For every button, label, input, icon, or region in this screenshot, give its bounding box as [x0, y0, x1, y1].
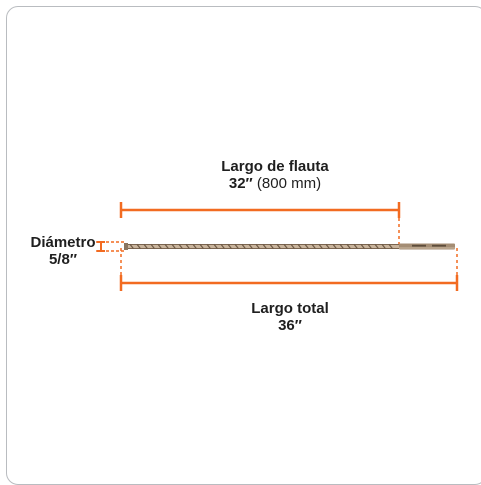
total-length-label: Largo total 36″ — [165, 300, 415, 334]
flute-twist-mark — [276, 243, 281, 250]
flute-twist-mark — [290, 243, 295, 250]
flute-twist-mark — [164, 243, 169, 250]
flute-length-value-line: 32″ (800 mm) — [150, 175, 400, 192]
flute-dimension — [119, 202, 401, 245]
shank-slot — [412, 244, 426, 247]
flute-twist-mark — [339, 243, 344, 250]
flute-twist-mark — [297, 243, 302, 250]
shank-slot — [432, 244, 446, 247]
diameter-value: 5/8″ — [48, 251, 78, 268]
flute-twist-mark — [304, 243, 309, 250]
flute-twist-mark — [220, 243, 225, 250]
flute-length-metric: (800 mm) — [256, 175, 322, 192]
diameter-dimension — [96, 241, 126, 252]
flute-twist-mark — [248, 243, 253, 250]
flute-twist-mark — [311, 243, 316, 250]
flute-twist-mark — [227, 243, 232, 250]
shank-highlight — [399, 247, 455, 249]
flute-twist-mark — [269, 243, 274, 250]
flute-twist-mark — [171, 243, 176, 250]
flute-twist-mark — [199, 243, 204, 250]
flute-twists — [129, 243, 393, 250]
total-length-value: 36″ — [278, 317, 302, 334]
flute-twist-mark — [136, 243, 141, 250]
flute-twist-mark — [318, 243, 323, 250]
flute-twist-mark — [262, 243, 267, 250]
total-dimension — [119, 248, 459, 291]
flute-twist-mark — [192, 243, 197, 250]
flute-twist-mark — [353, 243, 358, 250]
flute-twist-mark — [332, 243, 337, 250]
flute-twist-mark — [234, 243, 239, 250]
flute-twist-mark — [374, 243, 379, 250]
drill-bit-shank — [399, 243, 455, 250]
diameter-title: Diámetro — [30, 234, 96, 251]
flute-twist-mark — [185, 243, 190, 250]
flute-twist-mark — [388, 243, 393, 250]
diameter-label: Diámetro 5/8″ — [28, 234, 98, 268]
drill-bit — [124, 243, 455, 250]
flute-length-title: Largo de flauta — [221, 158, 329, 175]
flute-twist-mark — [157, 243, 162, 250]
drill-bit-tip — [124, 243, 128, 250]
total-length-title: Largo total — [251, 300, 329, 317]
flute-twist-mark — [143, 243, 148, 250]
flute-twist-mark — [255, 243, 260, 250]
flute-twist-mark — [241, 243, 246, 250]
flute-twist-mark — [283, 243, 288, 250]
flute-twist-mark — [360, 243, 365, 250]
flute-twist-mark — [150, 243, 155, 250]
flute-length-value: 32″ — [228, 175, 253, 192]
flute-twist-mark — [178, 243, 183, 250]
flute-twist-mark — [213, 243, 218, 250]
flute-twist-mark — [346, 243, 351, 250]
flute-length-label: Largo de flauta 32″ (800 mm) — [150, 158, 400, 192]
flute-twist-mark — [129, 243, 134, 250]
flute-twist-mark — [206, 243, 211, 250]
flute-twist-mark — [367, 243, 372, 250]
flute-twist-mark — [325, 243, 330, 250]
flute-twist-mark — [381, 243, 386, 250]
